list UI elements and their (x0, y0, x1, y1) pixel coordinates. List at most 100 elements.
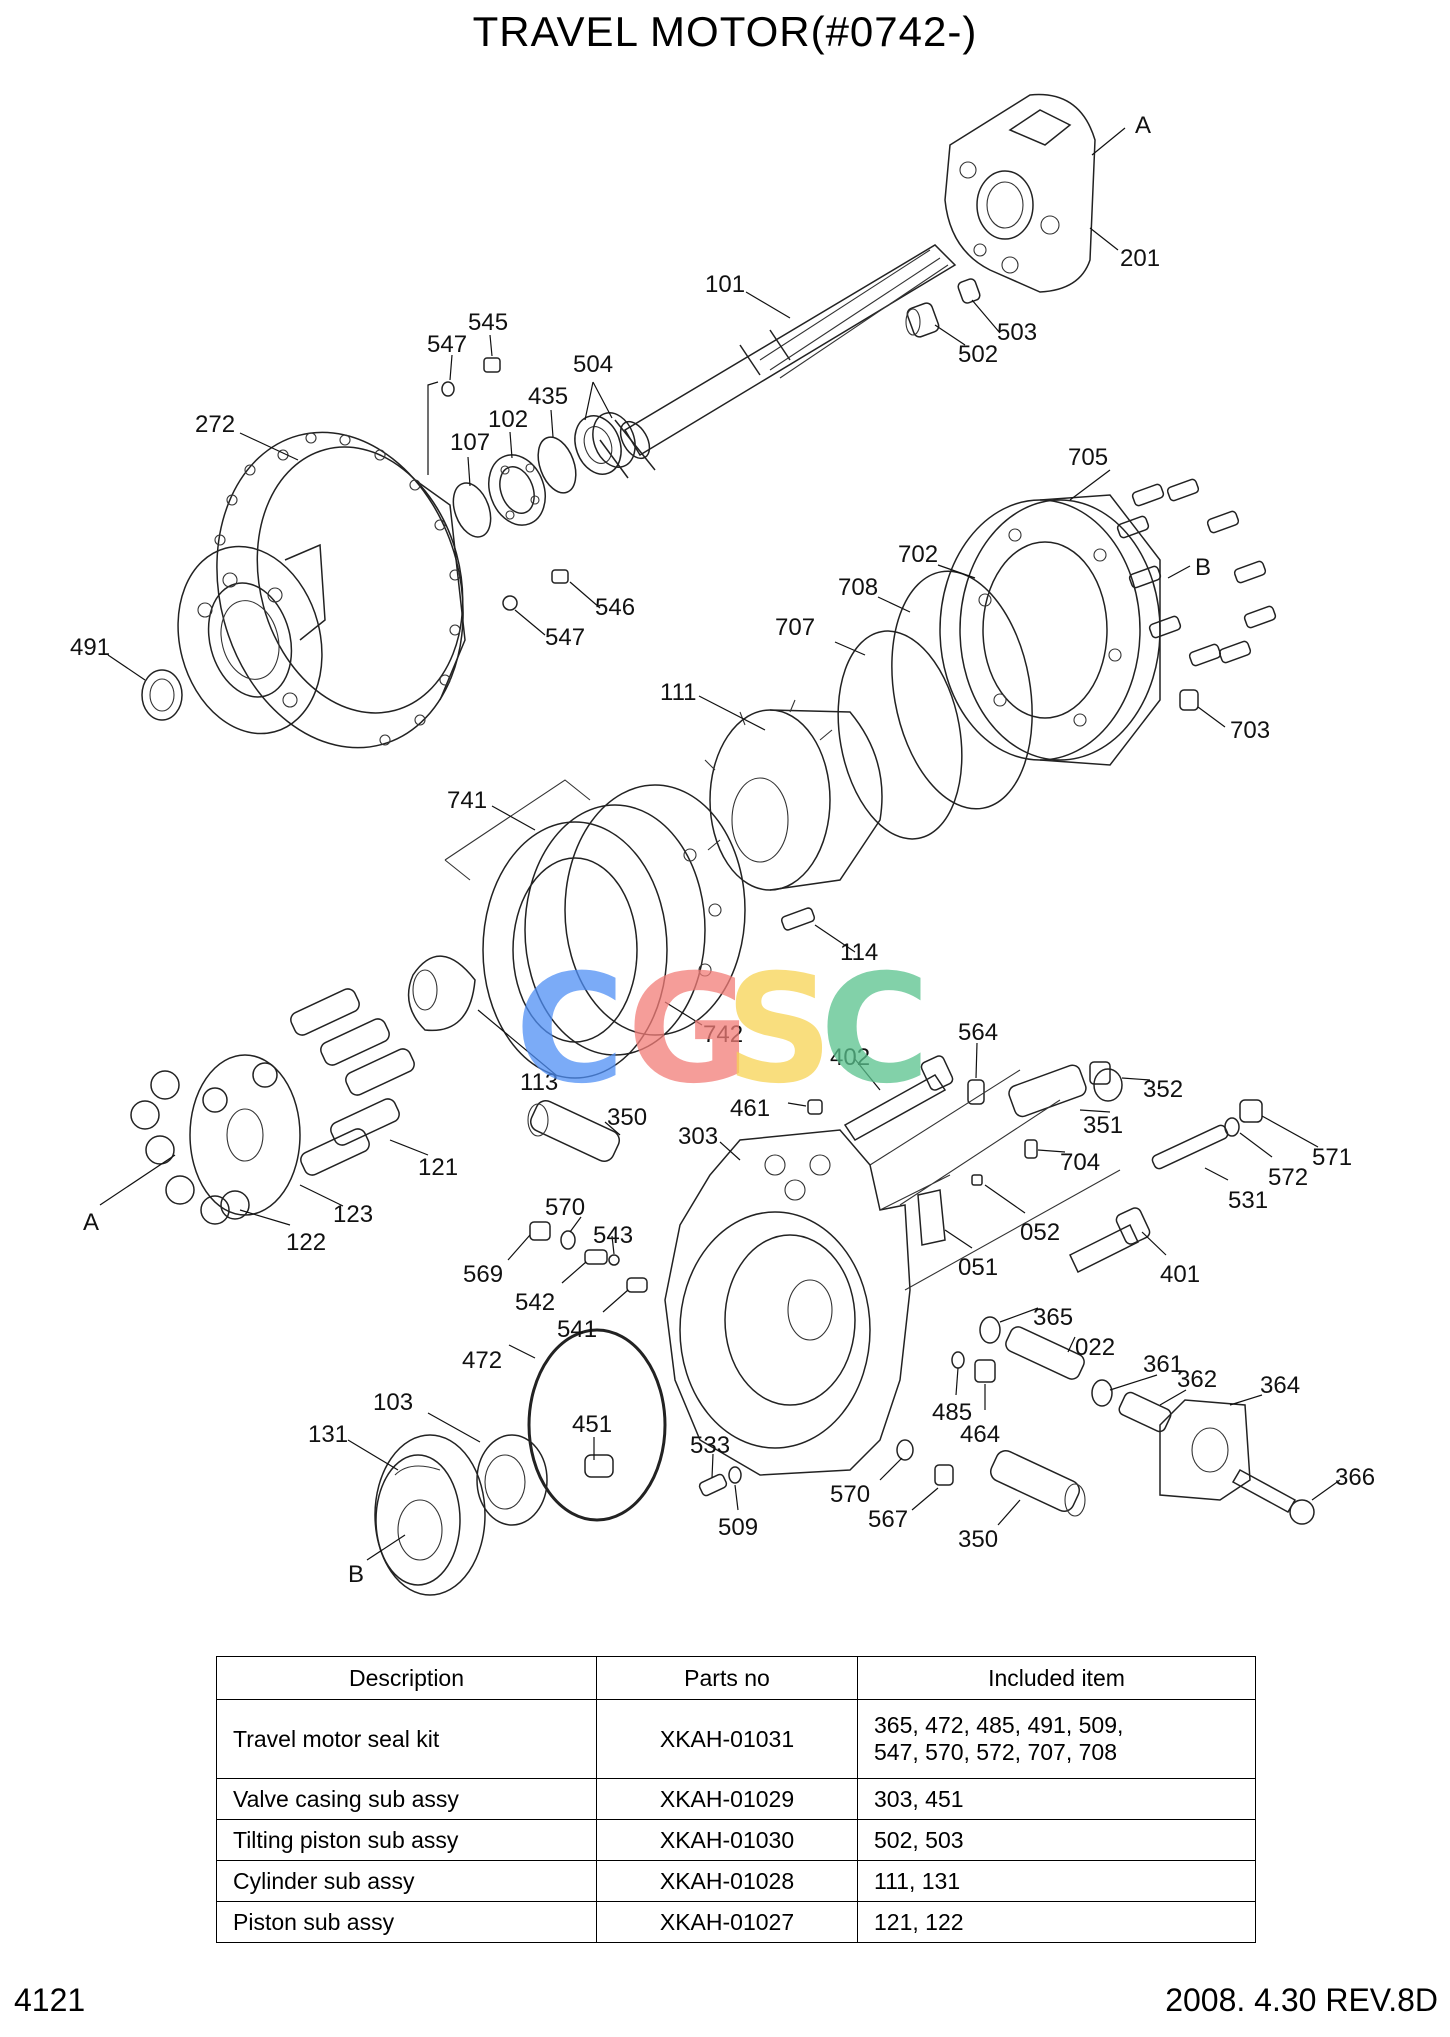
part-352-cap (1093, 1068, 1123, 1102)
callout-435: 435 (528, 383, 568, 410)
callout-366: 366 (1335, 1464, 1375, 1491)
callout-A-top: A (1135, 112, 1151, 139)
parts-table-header: Description Parts no Included item (216, 1656, 1256, 1700)
part-504-seals (574, 412, 636, 475)
callout-705: 705 (1068, 444, 1108, 471)
callout-352: 352 (1143, 1076, 1183, 1103)
callout-201: 201 (1120, 245, 1160, 272)
header-description: Description (216, 1656, 597, 1700)
table-row: Tilting piston sub assy XKAH-01030 502, … (216, 1819, 1256, 1861)
callout-022: 022 (1075, 1334, 1115, 1361)
callout-361: 361 (1143, 1351, 1183, 1378)
row-included-item: 111, 131 (857, 1860, 1256, 1902)
callout-702: 702 (898, 541, 938, 568)
callout-350-top: 350 (607, 1104, 647, 1131)
part-502-503 (905, 278, 981, 338)
callout-542: 542 (515, 1289, 555, 1316)
leader-lines (99, 127, 1341, 1561)
part-052-screw (971, 1174, 983, 1186)
callout-365: 365 (1033, 1304, 1073, 1331)
callout-111: 111 (660, 679, 696, 706)
callout-708: 708 (838, 574, 878, 601)
part-570-o-ring-top (560, 1230, 576, 1250)
part-533-spring (698, 1473, 728, 1497)
row-included-item: 303, 451 (857, 1778, 1256, 1820)
row-parts-no: XKAH-01031 (596, 1699, 858, 1779)
part-569-plug (529, 1221, 551, 1241)
part-546-plug (502, 569, 569, 611)
part-113-spherical-bushing (407, 955, 476, 1032)
cgsc-watermark: C G S C (515, 943, 955, 1117)
part-451-pin (584, 1454, 614, 1478)
callout-704: 704 (1060, 1149, 1100, 1176)
callout-114: 114 (840, 939, 878, 966)
header-included-item: Included item (857, 1656, 1256, 1700)
callout-541: 541 (557, 1316, 597, 1343)
callout-123: 123 (333, 1201, 373, 1228)
part-121-pistons (290, 988, 415, 1176)
callout-107: 107 (450, 429, 490, 456)
callout-461: 461 (730, 1095, 770, 1122)
row-parts-no: XKAH-01029 (596, 1778, 858, 1820)
callout-547-top: 547 (427, 331, 467, 358)
part-435-snap-ring (537, 436, 577, 494)
part-272-housing (177, 431, 466, 749)
part-702-brake-housing (939, 494, 1161, 766)
callout-464: 464 (960, 1421, 1000, 1448)
callout-401: 401 (1160, 1261, 1200, 1288)
callout-571: 571 (1312, 1144, 1352, 1171)
callout-707: 707 (775, 614, 815, 641)
row-description: Travel motor seal kit (216, 1699, 597, 1779)
callout-122: 122 (286, 1229, 326, 1256)
part-366-bolt (1231, 1468, 1315, 1525)
part-107-snap-ring (452, 482, 492, 538)
row-description: Piston sub assy (216, 1901, 597, 1943)
part-131-valve-plate (374, 1434, 486, 1596)
part-531-valve (1151, 1124, 1229, 1170)
callout-570-top: 570 (545, 1194, 585, 1221)
watermark-letter-c1: C (515, 943, 626, 1117)
callout-504: 504 (573, 351, 613, 378)
part-114-spring (780, 907, 816, 931)
callout-741: 741 (447, 787, 487, 814)
table-row: Travel motor seal kit XKAH-01031 365, 47… (216, 1699, 1256, 1779)
part-703-pin (1179, 689, 1199, 711)
callout-052: 052 (1020, 1219, 1060, 1246)
row-description: Cylinder sub assy (216, 1860, 597, 1902)
callout-303: 303 (678, 1123, 718, 1150)
part-705-springs (1116, 478, 1277, 667)
callout-543: 543 (593, 1222, 633, 1249)
callout-A-left: A (83, 1209, 99, 1236)
part-461-plug (807, 1099, 823, 1115)
part-123-retainer (189, 1054, 301, 1216)
callout-351: 351 (1083, 1112, 1123, 1139)
table-row: Piston sub assy XKAH-01027 121, 122 (216, 1901, 1256, 1943)
part-102-bearing (488, 454, 546, 526)
callout-051: 051 (958, 1254, 998, 1281)
callout-491: 491 (70, 634, 110, 661)
callout-103: 103 (373, 1389, 413, 1416)
part-704-pin (1024, 1139, 1038, 1159)
part-564-plug (967, 1079, 985, 1105)
callout-570-bottom: 570 (830, 1481, 870, 1508)
callout-472: 472 (462, 1347, 502, 1374)
part-051-plate (917, 1189, 946, 1246)
part-509-o-ring (728, 1466, 742, 1484)
callout-451: 451 (572, 1411, 612, 1438)
callout-546: 546 (595, 594, 635, 621)
callout-101: 101 (705, 271, 745, 298)
part-472-o-ring (527, 1328, 667, 1522)
part-708-o-ring (891, 570, 1033, 810)
callout-113: 113 (520, 1069, 558, 1096)
callout-131: 131 (308, 1421, 348, 1448)
callout-547-bottom: 547 (545, 624, 585, 651)
callout-531: 531 (1228, 1187, 1268, 1214)
callout-509: 509 (718, 1514, 758, 1541)
included-line-1: 365, 472, 485, 491, 509, (874, 1712, 1124, 1738)
part-571-plug (1239, 1099, 1263, 1123)
callout-703: 703 (1230, 717, 1270, 744)
part-707-o-ring (837, 630, 963, 840)
part-351-valve (1008, 1061, 1111, 1118)
callout-569: 569 (463, 1261, 503, 1288)
part-022-valve (1005, 1326, 1085, 1380)
